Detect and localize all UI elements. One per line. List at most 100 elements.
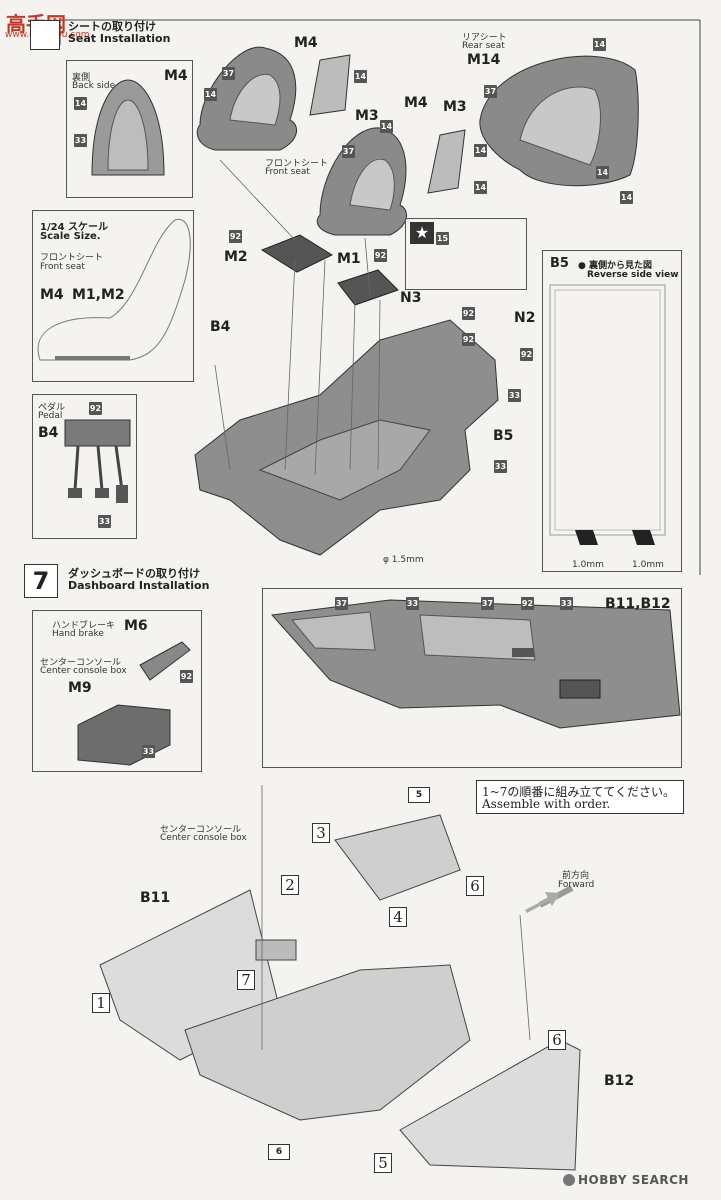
decal-box bbox=[405, 218, 527, 290]
paint-badge-14: 14 bbox=[593, 38, 606, 51]
rear-seat-jp: リアシート bbox=[462, 33, 507, 43]
scale-part-a: M4 bbox=[40, 287, 64, 303]
console-jp: センターコンソール bbox=[40, 658, 122, 668]
step-ref-5: 5 bbox=[408, 787, 430, 803]
paint-badge-14: 14 bbox=[74, 97, 87, 110]
reverse-en: Reverse side view bbox=[587, 270, 679, 280]
reverse-jp-text: 裏側から見た図 bbox=[589, 261, 653, 271]
rear-seat-part: M14 bbox=[467, 52, 501, 68]
step6-title-jp: シートの取り付け bbox=[68, 20, 156, 33]
assembly-console-jp: センターコンソール bbox=[160, 825, 242, 835]
scale-title-jp: 1/24 スケール bbox=[40, 222, 109, 233]
handbrake-en: Hand brake bbox=[52, 629, 104, 639]
step-ref-6: 6 bbox=[466, 876, 484, 896]
step7-number: 7 bbox=[24, 564, 58, 598]
paint-badge-37: 37 bbox=[342, 145, 355, 158]
paint-badge-15: 15 bbox=[436, 232, 449, 245]
paint-badge-37: 37 bbox=[481, 597, 494, 610]
back-side-part: M4 bbox=[164, 68, 188, 84]
paint-badge-14: 14 bbox=[474, 144, 487, 157]
part-b4: B4 bbox=[210, 319, 231, 335]
part-m4-top: M4 bbox=[294, 35, 318, 51]
back-side-box bbox=[66, 60, 193, 198]
part-m1: M1 bbox=[337, 251, 361, 267]
rear-seat-en: Rear seat bbox=[462, 41, 505, 51]
step-ref-4: 4 bbox=[389, 907, 407, 927]
paint-badge-92: 92 bbox=[521, 597, 534, 610]
paint-badge-37: 37 bbox=[484, 85, 497, 98]
assembly-console-en: Center console box bbox=[160, 833, 247, 843]
step6-title-en: Seat Installation bbox=[68, 32, 171, 45]
order-note-jp: 1~7の順番に組み立ててください。 bbox=[482, 785, 675, 799]
reverse-dim1: 1.0mm bbox=[572, 560, 604, 570]
paint-badge-14: 14 bbox=[474, 181, 487, 194]
paint-badge-33: 33 bbox=[494, 460, 507, 473]
order-note-box bbox=[476, 780, 684, 814]
handbrake-part: M6 bbox=[124, 618, 148, 634]
paint-badge-92: 92 bbox=[520, 348, 533, 361]
step-ref-6c: 6 bbox=[268, 1144, 290, 1160]
reverse-dim2: 1.0mm bbox=[632, 560, 664, 570]
step-ref-6b: 6 bbox=[548, 1030, 566, 1050]
paint-badge-33: 33 bbox=[98, 515, 111, 528]
drill-size: φ 1.5mm bbox=[383, 555, 424, 565]
paint-badge-33: 33 bbox=[560, 597, 573, 610]
hobby-search-text: HOBBY SEARCH bbox=[578, 1173, 689, 1187]
paint-badge-92: 92 bbox=[462, 307, 475, 320]
part-b12: B12 bbox=[604, 1073, 635, 1089]
reverse-jp: ● 裏側から見た図 bbox=[578, 261, 653, 271]
pedal-box bbox=[32, 394, 137, 539]
paint-badge-33: 33 bbox=[406, 597, 419, 610]
part-b5: B5 bbox=[493, 428, 514, 444]
paint-badge-92: 92 bbox=[180, 670, 193, 683]
hobby-search-logo: HOBBY SEARCH bbox=[563, 1173, 689, 1187]
part-m2: M2 bbox=[224, 249, 248, 265]
step7-title-en: Dashboard Installation bbox=[68, 579, 210, 592]
step7-title-jp: ダッシュボードの取り付け bbox=[68, 567, 200, 580]
step6-number-box bbox=[30, 20, 60, 50]
pedal-part: B4 bbox=[38, 425, 59, 441]
part-b11-b12: B11,B12 bbox=[605, 596, 671, 612]
reverse-part: B5 bbox=[550, 256, 569, 271]
scale-sub-en: Front seat bbox=[40, 262, 85, 272]
scale-title-en: Scale Size. bbox=[40, 231, 101, 242]
step-ref-1: 1 bbox=[92, 993, 110, 1013]
paint-badge-14: 14 bbox=[620, 191, 633, 204]
forward-jp: 前方向 bbox=[562, 871, 590, 881]
scale-size-box bbox=[32, 210, 194, 382]
handbrake-jp: ハンドブレーキ bbox=[52, 621, 116, 631]
pedal-en: Pedal bbox=[38, 411, 63, 421]
back-side-jp: 裏側 bbox=[72, 73, 91, 83]
paint-badge-92: 92 bbox=[462, 333, 475, 346]
pedal-jp: ペダル bbox=[38, 403, 66, 413]
front-seat-en: Front seat bbox=[265, 167, 310, 177]
star-icon: ★ bbox=[410, 222, 434, 244]
step-ref-5b: 5 bbox=[374, 1153, 392, 1173]
handbrake-box bbox=[32, 610, 202, 772]
paint-badge-14: 14 bbox=[380, 120, 393, 133]
step-ref-7: 7 bbox=[237, 970, 255, 990]
part-n3: N3 bbox=[400, 290, 422, 306]
step-ref-2: 2 bbox=[281, 875, 299, 895]
front-seat-jp: フロントシート bbox=[265, 159, 329, 169]
part-n2: N2 bbox=[514, 310, 536, 326]
paint-badge-33: 33 bbox=[508, 389, 521, 402]
back-side-en: Back side bbox=[72, 81, 116, 91]
paint-badge-14: 14 bbox=[596, 166, 609, 179]
paint-badge-92: 92 bbox=[374, 249, 387, 262]
hobby-search-icon bbox=[563, 1174, 575, 1186]
step-ref-3: 3 bbox=[312, 823, 330, 843]
order-note-en: Assemble with order. bbox=[482, 797, 611, 811]
paint-badge-33: 33 bbox=[142, 745, 155, 758]
console-en: Center console box bbox=[40, 666, 127, 676]
scale-sub-jp: フロントシート bbox=[40, 253, 104, 263]
reverse-side-box bbox=[542, 250, 682, 572]
paint-badge-37: 37 bbox=[335, 597, 348, 610]
paint-badge-14: 14 bbox=[204, 88, 217, 101]
paint-badge-33: 33 bbox=[74, 134, 87, 147]
paint-badge-92: 92 bbox=[229, 230, 242, 243]
part-m3-top: M3 bbox=[355, 108, 379, 124]
paint-badge-92: 92 bbox=[89, 402, 102, 415]
paint-badge-37: 37 bbox=[222, 67, 235, 80]
